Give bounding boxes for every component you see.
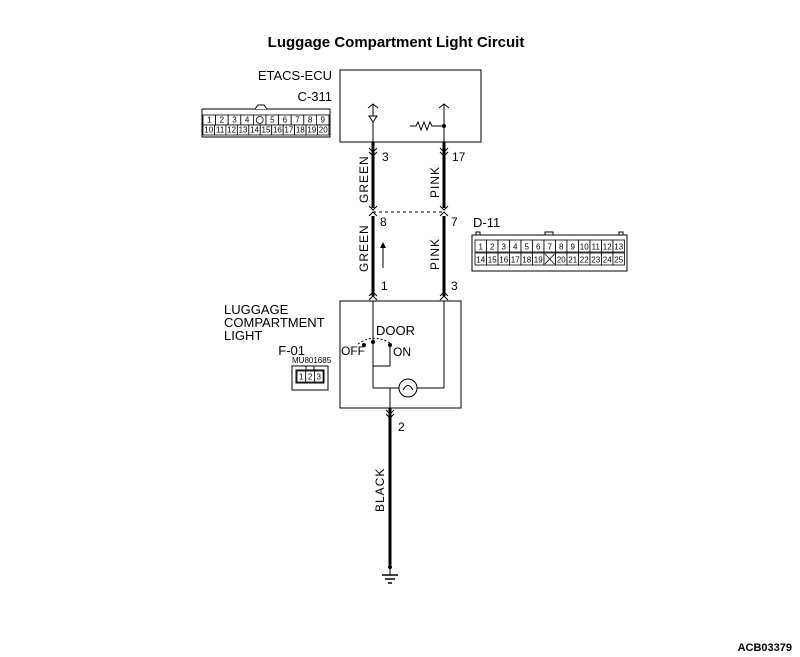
ecu-connector-top-pin-number: 2 [220,116,225,125]
ecu-connector-bottom-pin-number: 10 [204,126,213,135]
switch-off-label: OFF [341,344,365,358]
switch-on-label: ON [393,345,411,359]
ecu-connector-bottom-pin-number: 11 [216,126,225,135]
ecu-connector-bottom-pin-number: 14 [250,126,259,135]
ecu-resistor-symbol [410,103,450,142]
junction-connector-bottom-pin-number: 25 [614,256,623,265]
junction-connector-top-pin-number: 13 [614,243,623,252]
junction-connector-bottom-pin-cell [612,252,625,266]
junction-connector-top-pin-number: 6 [536,243,541,252]
lamp-bulb [373,301,445,408]
current-flow-arrow [380,242,386,268]
ecu-connector-top-pin-number: 9 [320,116,325,125]
junction-connector-top-pin-number: 4 [513,243,518,252]
light-name-line1: LUGGAGE [224,302,289,317]
ecu-connector-top-pin-blank-mark [255,116,264,124]
ecu-connector-bottom-pin-number: 15 [262,126,271,135]
door-switch [357,301,392,388]
wire-label-green-upper: GREEN [357,155,371,203]
ecu-connector-bottom-pin-number: 20 [319,126,328,135]
light-connector-pin-number: 3 [317,373,322,382]
ecu-connector-bottom-pin-number: 13 [239,126,248,135]
ecu-connector-top-pin-number: 8 [308,116,313,125]
light-connector-pin-cell [313,370,324,383]
ecu-pin-right: 17 [452,150,466,164]
light-pin-left: 1 [381,279,388,293]
ecu-connector-top-pin-number: 6 [283,116,288,125]
wire-label-green-lower: GREEN [357,224,371,272]
junction-connector-bottom-pin-number: 17 [511,256,520,265]
junction-connector-top-pin-number: 5 [525,243,530,252]
junction-connector-top-pin-cell [612,239,625,253]
junction-connector-bottom-pin-number: 19 [534,256,543,265]
junction-connector-top-pin-number: 10 [580,243,589,252]
wire-label-black: BLACK [373,468,387,512]
wire-label-pink-upper: PINK [428,166,442,198]
light-pin-bottom: 2 [398,420,405,434]
ecu-connector-top-pin-number: 5 [270,116,275,125]
ecu-name: ETACS-ECU [258,68,332,83]
light-connector-label: F-01 [278,343,305,358]
junction-connector-top-pin-number: 12 [603,243,612,252]
junction-connector-bottom-pin-number: 22 [580,256,589,265]
junction-connector-bottom-pin-number: 18 [522,256,531,265]
ecu-ground-symbol [367,103,379,142]
ecu-connector-bottom-pin-number: 18 [296,126,305,135]
light-part-number: MU801685 [292,356,332,365]
light-connector-pin-number: 2 [308,373,313,382]
ecu-connector-label: C-311 [298,89,332,104]
ecu-connector-bottom-pin-cell [317,124,330,136]
ecu-connector-top-pin-number: 1 [207,116,212,125]
junction-connector-top-pin-number: 11 [592,243,601,252]
ecu-connector-top-pin-number: 3 [232,116,237,125]
light-name-line3: LIGHT [224,328,262,343]
ecu-connector-top-pin-number: 7 [295,116,300,125]
wire-label-pink-lower: PINK [428,238,442,270]
junction-connector-top-pin-number: 3 [502,243,507,252]
junction-connector-bottom-pin-number: 16 [499,256,508,265]
light-pin-right: 3 [451,279,458,293]
junction-connector-bottom-pin-number: 24 [603,256,612,265]
ecu-connector-bottom-pin-number: 16 [273,126,282,135]
ecu-connector-bottom-pin-number: 12 [227,126,236,135]
ecu-pin-left: 3 [382,150,389,164]
junction-connector-bottom-pin-number: 20 [557,256,566,265]
junction-pin-left: 8 [380,215,387,229]
switch-label: DOOR [376,323,415,338]
junction-connector-top-pin-number: 7 [548,243,553,252]
ecu-box [339,69,482,143]
diagram-title: Luggage Compartment Light Circuit [268,34,525,51]
junction-connector-top-pin-number: 9 [571,243,576,252]
junction-connector-top-pin-number: 2 [490,243,495,252]
ground-symbol [382,565,398,584]
ecu-connector-top-pin-number: 4 [245,116,250,125]
ecu-connector-bottom-pin-number: 17 [284,126,293,135]
junction-connector-bottom-pin-number: 14 [476,256,485,265]
junction-connector-top-pin-number: 1 [479,243,484,252]
junction-connector-bottom-pin-number: 15 [488,256,497,265]
junction-connector-top-pin-number: 8 [559,243,564,252]
junction-connector-bottom-pin-blank-mark [544,253,555,265]
junction-connector-label: D-11 [473,215,500,230]
junction-connector-bottom-pin-number: 23 [591,256,600,265]
light-connector-pin-number: 1 [299,373,304,382]
ecu-connector-bottom-pin-number: 19 [307,126,316,135]
light-name-line2: COMPARTMENT [224,315,325,330]
junction-connector-bottom-pin-number: 21 [568,256,577,265]
junction-pin-right: 7 [451,215,458,229]
footer-code: ACB03379 [738,642,792,654]
